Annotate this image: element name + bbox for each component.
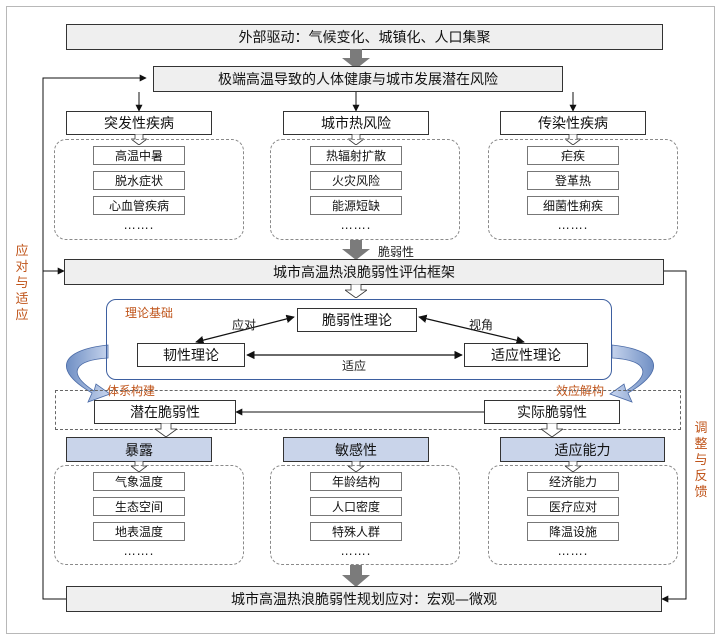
dimension-item: 特殊人群 [310,522,402,541]
category-group-2 [270,139,460,240]
vulnerability-theory-box: 脆弱性理论 [297,308,417,332]
dimension-header-1: 暴露 [66,437,212,462]
link-perspective-label: 视角 [469,318,494,332]
system-build-label: 体系构建 [107,384,156,398]
dimension-item: 年龄结构 [310,472,402,491]
vulnerability-region [55,390,681,430]
potential-vulnerability-box: 潜在脆弱性 [94,400,236,424]
curve-arrow-right [609,344,654,403]
theory-label: 理论基础 [125,306,174,320]
external-driver-box: 外部驱动：气候变化、城镇化、人口集聚 [66,24,663,50]
actual-vulnerability-box: 实际脆弱性 [484,400,620,424]
link-cope-label: 应对 [232,318,257,332]
theory-panel [106,299,612,380]
dimension-item: 地表温度 [93,522,185,541]
category-item: 能源短缺 [310,196,402,215]
category-title: 突发性疾病 [104,116,174,132]
category-item: 细菌性痢疾 [527,196,619,215]
category-more: ……. [557,218,589,232]
bottom-response-box: 城市高温热浪脆弱性规划应对：宏观—微观 [66,586,662,612]
resilience-theory-box: 韧性理论 [137,343,245,367]
right-loop-line [661,270,687,603]
category-item: 火灾风险 [310,171,402,190]
dimension-more: ……. [340,544,372,558]
risk-box: 极端高温导致的人体健康与城市发展潜在风险 [153,66,563,92]
dimension-item: 降温设施 [527,522,619,541]
dimension-more: ……. [557,544,589,558]
small-arrow [565,461,581,472]
left-loop-line [42,74,147,600]
framework-text: 城市高温热浪脆弱性评估框架 [273,265,455,281]
dimension-group-2 [270,465,460,565]
dimension-item: 经济能力 [527,472,619,491]
risk-text: 极端高温导致的人体健康与城市发展潜在风险 [218,72,498,88]
side-label-left: 应对与适应 [15,244,29,323]
framework-down-arrow [345,284,367,298]
dimension-more: ……. [123,544,155,558]
side-label-right: 调整与反馈 [694,421,708,500]
category-more: ……. [123,218,155,232]
dimension-item: 气象温度 [93,472,185,491]
small-arrow [155,423,177,437]
external-driver-text: 外部驱动：气候变化、城镇化、人口集聚 [238,30,491,46]
category-item: 高温中暑 [93,146,185,165]
effect-analysis-label: 效应解构 [556,384,605,398]
category-group-1 [54,139,244,240]
category-more: ……. [340,218,372,232]
category-item: 登革热 [527,171,619,190]
framework-box: 城市高温热浪脆弱性评估框架 [64,259,664,285]
dimension-group-1 [54,465,244,565]
curve-arrow-left [66,344,111,403]
adaptive-theory-box: 适应性理论 [464,343,588,367]
category-item: 热辐射扩散 [310,146,402,165]
category-title: 城市热风险 [321,116,391,132]
category-item: 心血管疾病 [93,196,185,215]
down-arrow-3 [342,565,370,587]
down-arrow-2 [342,240,370,260]
dimension-item: 人口密度 [310,497,402,516]
link-cope [195,314,295,345]
bottom-response-text: 城市高温热浪脆弱性规划应对：宏观—微观 [231,592,497,608]
category-header-3: 传染性疾病 [500,111,646,135]
dimension-header-2: 敏感性 [283,437,429,462]
category-item: 疟疾 [527,146,619,165]
small-arrow [541,423,563,437]
link-adapt-label: 适应 [342,359,367,373]
dimension-header-3: 适应能力 [500,437,665,462]
down-arrow-1 [342,49,370,69]
category-item: 脱水症状 [93,171,185,190]
category-title: 传染性疾病 [538,116,608,132]
small-arrow [348,461,364,472]
diagram-frame [6,6,715,634]
dimension-item: 医疗应对 [527,497,619,516]
vulnerability-label: 脆弱性 [378,245,415,259]
small-arrow [131,461,147,472]
dimension-item: 生态空间 [93,497,185,516]
dimension-group-3 [488,465,678,565]
category-header-1: 突发性疾病 [66,111,212,135]
link-perspective [418,314,525,345]
category-group-3 [488,139,678,240]
category-header-2: 城市热风险 [283,111,429,135]
